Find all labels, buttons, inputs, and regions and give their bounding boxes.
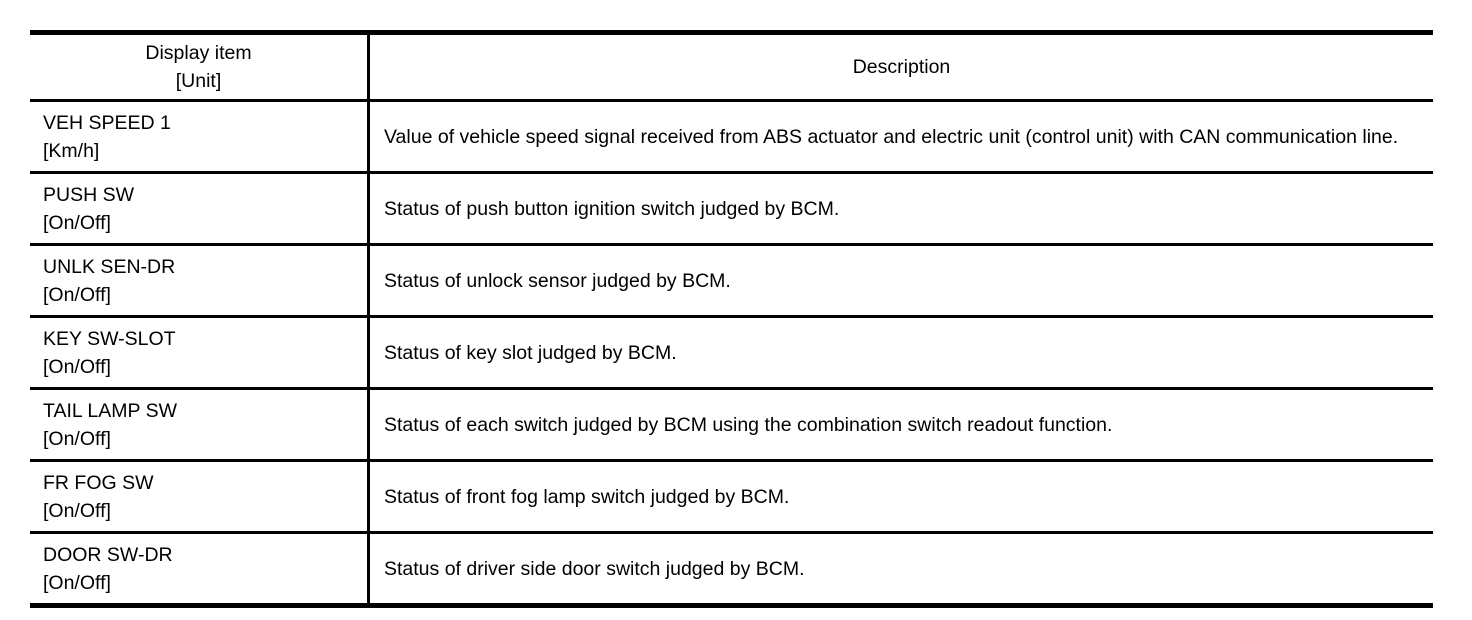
header-display-item-line1: Display item xyxy=(145,42,252,64)
table-row: DOOR SW-DR [On/Off] Status of driver sid… xyxy=(30,532,1433,606)
table-row: KEY SW-SLOT [On/Off] Status of key slot … xyxy=(30,316,1433,389)
table-row: UNLK SEN-DR [On/Off] Status of unlock se… xyxy=(30,244,1433,317)
header-description: Description xyxy=(852,56,951,78)
display-item-cell: PUSH SW [On/Off] xyxy=(30,172,370,245)
display-item-name: VEH SPEED 1 xyxy=(43,111,171,134)
display-item-unit: [On/Off] xyxy=(43,283,111,306)
display-item-cell: DOOR SW-DR [On/Off] xyxy=(30,532,370,606)
display-item-cell: VEH SPEED 1 [Km/h] xyxy=(30,100,370,173)
description-cell: Status of key slot judged by BCM. xyxy=(384,341,677,364)
description-cell: Status of push button ignition switch ju… xyxy=(384,197,840,220)
display-item-unit: [On/Off] xyxy=(43,211,111,234)
description-cell: Value of vehicle speed signal received f… xyxy=(384,125,1399,148)
header-display-item: Display item [Unit] xyxy=(30,32,370,101)
display-item-unit: [On/Off] xyxy=(43,427,111,450)
display-item-name: PUSH SW xyxy=(43,183,135,206)
display-item-unit: [Km/h] xyxy=(43,139,100,162)
display-item-unit: [On/Off] xyxy=(43,571,111,594)
table-row: PUSH SW [On/Off] Status of push button i… xyxy=(30,172,1433,245)
description-cell: Status of each switch judged by BCM usin… xyxy=(384,413,1113,436)
display-item-name: UNLK SEN-DR xyxy=(43,255,176,278)
table-row: TAIL LAMP SW [On/Off] Status of each swi… xyxy=(30,388,1433,461)
display-item-unit: [On/Off] xyxy=(43,355,111,378)
display-item-name: FR FOG SW xyxy=(43,471,154,494)
display-item-name: TAIL LAMP SW xyxy=(43,399,178,422)
table-header-row: Display item [Unit] Description xyxy=(30,32,1433,101)
description-cell: Status of unlock sensor judged by BCM. xyxy=(384,269,731,292)
table-row: VEH SPEED 1 [Km/h] Value of vehicle spee… xyxy=(30,100,1433,173)
display-item-cell: KEY SW-SLOT [On/Off] xyxy=(30,316,370,389)
display-item-unit: [On/Off] xyxy=(43,499,111,522)
display-item-name: DOOR SW-DR xyxy=(43,543,173,566)
display-item-cell: TAIL LAMP SW [On/Off] xyxy=(30,388,370,461)
display-item-spec-table: Display item [Unit] Description VEH SPEE… xyxy=(30,30,1433,608)
header-display-item-unit: [Unit] xyxy=(175,70,222,92)
description-cell: Status of driver side door switch judged… xyxy=(384,557,805,580)
table-row: FR FOG SW [On/Off] Status of front fog l… xyxy=(30,460,1433,533)
display-item-cell: UNLK SEN-DR [On/Off] xyxy=(30,244,370,317)
display-item-name: KEY SW-SLOT xyxy=(43,327,176,350)
description-cell: Status of front fog lamp switch judged b… xyxy=(384,485,790,508)
display-item-cell: FR FOG SW [On/Off] xyxy=(30,460,370,533)
